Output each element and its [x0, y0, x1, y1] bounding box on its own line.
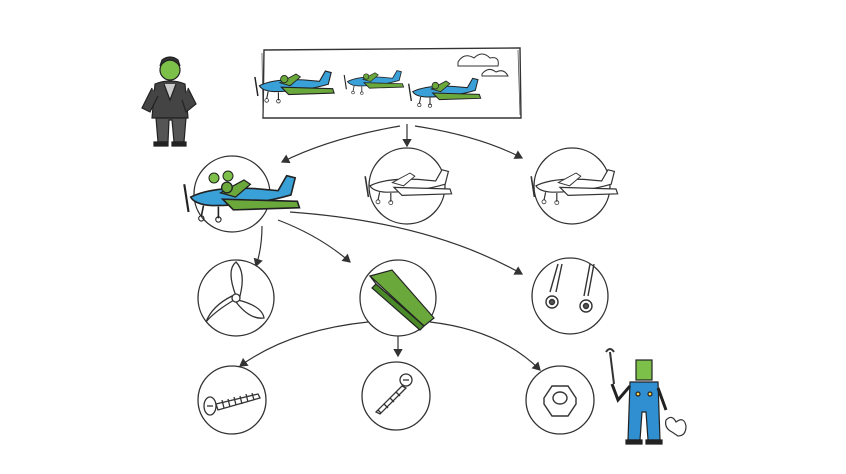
mechanic-figure-icon: [605, 348, 687, 445]
arrow-wing-to-nut: [429, 321, 541, 371]
arrow-fleet-to-plane-instance: [280, 125, 401, 164]
node-wing: [359, 259, 437, 337]
wing-icon: [368, 269, 435, 331]
pilot-figure-icon: [141, 56, 197, 147]
arrow-plane-to-propeller: [253, 225, 263, 268]
arrow-wing-to-screw-1: [239, 321, 369, 367]
bolt-screw-icon: [374, 373, 413, 415]
arrow-fleet-to-outline-2: [414, 125, 524, 159]
hex-nut-icon: [543, 385, 577, 417]
cloud-icon: [457, 53, 509, 77]
connector-arrows: [239, 124, 541, 371]
arrow-plane-to-landing-gear: [289, 211, 524, 275]
wood-screw-icon: [203, 392, 261, 416]
node-nut: [525, 365, 595, 435]
node-plane-instance: [183, 155, 301, 233]
node-landing-gear: [531, 257, 609, 335]
wrench-icon: [605, 348, 615, 385]
node-plane-outline-1: [364, 147, 453, 225]
squirrel-icon: [665, 416, 687, 437]
arrow-plane-to-wing: [277, 219, 351, 263]
node-screw-1: [197, 365, 267, 435]
node-screw-2: [361, 361, 431, 431]
node-propeller: [197, 259, 275, 337]
node-plane-outline-2: [530, 147, 619, 225]
fleet-box: [254, 47, 522, 119]
landing-gear-icon: [545, 263, 595, 313]
propeller-icon: [205, 261, 265, 323]
